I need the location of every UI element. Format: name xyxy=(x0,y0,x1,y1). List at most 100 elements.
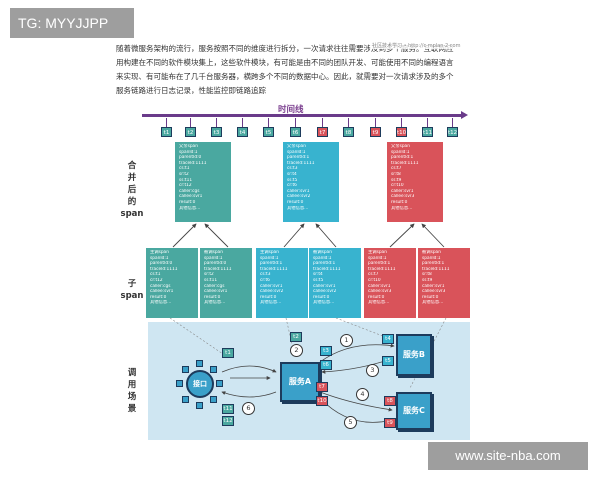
span-field: traceId:1111 xyxy=(391,160,419,166)
gateway-port-icon xyxy=(210,396,217,403)
step-4-marker: 4 xyxy=(356,388,369,401)
call-time-chip: t4 xyxy=(382,334,394,344)
span-field: 其他信息… xyxy=(179,205,201,211)
timeline-chip: t3 xyxy=(211,127,222,137)
span-field: cr:t6 xyxy=(287,183,297,189)
span-field: traceId:1111 xyxy=(422,266,450,272)
gateway-port-icon xyxy=(182,366,189,373)
span-field: caller:svr1 xyxy=(260,283,283,289)
paragraph-line: 随着微服务架构的流行，服务按照不同的维度进行拆分，一次请求往往需要涉及到多个服务… xyxy=(116,44,454,53)
span-field: cr:t12 xyxy=(179,183,192,189)
service-c-node: 服务C xyxy=(396,392,432,430)
call-time-chip: t11 xyxy=(222,404,234,414)
call-time-chip: t7 xyxy=(316,382,328,392)
span-field: caller:svr1 xyxy=(368,283,391,289)
call-time-chip: t1 xyxy=(222,348,234,358)
span-field: 主调span xyxy=(150,250,169,255)
span-field: traceId:1111 xyxy=(179,160,207,166)
timeline-tick xyxy=(242,118,243,127)
service-b-node: 服务B xyxy=(396,334,432,376)
timeline-chip: t12 xyxy=(447,127,458,137)
span-field: result:0 xyxy=(368,294,385,300)
merge-arrow xyxy=(204,223,229,248)
span-field: cs:t1 xyxy=(179,166,190,172)
merge-arrow xyxy=(172,223,197,248)
span-field: parentId:1 xyxy=(368,261,391,267)
span-field: callee:svr3 xyxy=(391,194,415,200)
span-field: traceId:1111 xyxy=(204,266,232,272)
span-field: spanId:1 xyxy=(391,149,410,155)
label-char: 子 xyxy=(127,279,137,289)
label-char: 的 xyxy=(127,197,137,207)
timeline-chip: t1 xyxy=(161,127,172,137)
timeline-tick xyxy=(375,118,376,127)
call-time-chip: t6 xyxy=(320,360,332,370)
label-char: 用 xyxy=(127,380,137,390)
timeline-chip: t2 xyxy=(185,127,196,137)
call-time-chip: t9 xyxy=(384,418,396,428)
span-field: cr:t12 xyxy=(150,277,163,283)
span-field: result:0 xyxy=(287,199,304,205)
step-5-marker: 5 xyxy=(344,416,357,429)
source-watermark: 社区技术学习 • http://c·mplan·2·com xyxy=(370,42,463,49)
step-3-marker: 3 xyxy=(366,364,379,377)
span-field: cs:t3 xyxy=(260,272,271,278)
timeline-axis xyxy=(142,111,468,119)
span-field: 主调span xyxy=(260,250,279,255)
span-field: parentId:1 xyxy=(422,261,445,267)
timeline-tick xyxy=(268,118,269,127)
child-span-label: 子 span xyxy=(120,278,144,302)
call-time-chip: t8 xyxy=(384,396,396,406)
span-field: ss:t11 xyxy=(204,277,218,283)
gateway-port-icon xyxy=(182,396,189,403)
gateway-port-icon xyxy=(210,366,217,373)
span-field: caller:svr1 xyxy=(313,283,336,289)
call-scene-label: 调 用 场 景 xyxy=(120,367,144,415)
timeline-chip: t7 xyxy=(317,127,328,137)
paragraph-line: 用构建在不同的软件模块集上，这些软件模块，有可能是由不同的团队开发、可能使用不同… xyxy=(116,58,454,67)
span-field: callee:svr3 xyxy=(422,289,446,295)
span-field: caller:cgs xyxy=(150,283,171,289)
timeline-tick xyxy=(295,118,296,127)
span-field: spanId:1 xyxy=(422,255,441,261)
timeline-chip: t9 xyxy=(370,127,381,137)
timeline-tick xyxy=(322,118,323,127)
step-6-marker: 6 xyxy=(242,402,255,415)
paragraph-line: 来实现、有可能布在了几千台服务器，横跨多个不同的数据中心。因此，就需要对一次请求… xyxy=(116,72,454,81)
timeline-tick xyxy=(452,118,453,127)
merge-arrow xyxy=(421,223,445,248)
span-field: result:0 xyxy=(150,294,167,300)
span-field: cs:t3 xyxy=(287,166,298,172)
span-field: 父亲span xyxy=(391,144,410,149)
service-a-node: 服务A xyxy=(280,362,320,402)
timeline-chip: t11 xyxy=(422,127,433,137)
merged-span-label: 合 并 后 的 span xyxy=(120,160,144,220)
label-char: 调 xyxy=(127,368,137,378)
span-field: cr:t10 xyxy=(391,183,404,189)
span-field: cr:t10 xyxy=(368,277,381,283)
span-field: spanId:1 xyxy=(287,149,306,155)
span-field: 父亲span xyxy=(287,144,306,149)
gateway-port-icon xyxy=(196,360,203,367)
span-field: sr:t8 xyxy=(391,171,401,177)
span-field: 其他信息… xyxy=(150,300,172,306)
timeline-chip: t5 xyxy=(263,127,274,137)
span-field: caller:svr1 xyxy=(287,188,310,194)
span-field: result:0 xyxy=(422,294,439,300)
span-field: result:0 xyxy=(391,199,408,205)
gateway-port-icon xyxy=(196,402,203,409)
span-field: callee:svr3 xyxy=(368,289,392,295)
span-field: 其他信息… xyxy=(368,300,390,306)
span-field: sr:t8 xyxy=(422,272,432,278)
span-field: callee:svr1 xyxy=(150,289,174,295)
span-field: result:0 xyxy=(260,294,277,300)
span-field: cs:t7 xyxy=(368,272,379,278)
span-field: traceId:1111 xyxy=(368,266,396,272)
